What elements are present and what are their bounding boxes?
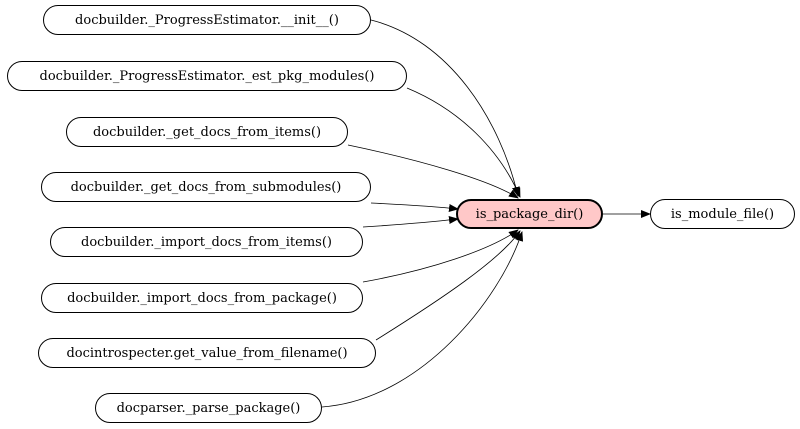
edge-parse-package-to-is-package-dir	[321, 231, 524, 408]
edge-init-to-is-package-dir	[370, 19, 520, 197]
node-progress-estimator-init[interactable]: docbuilder._ProgressEstimator.__init__()	[43, 5, 371, 35]
node-parse-package[interactable]: docparser._parse_package()	[95, 393, 322, 423]
edge-import-docs-from-package-to-is-package-dir	[362, 229, 519, 283]
node-get-docs-from-submodules[interactable]: docbuilder._get_docs_from_submodules()	[41, 172, 371, 202]
node-is-package-dir[interactable]: is_package_dir()	[456, 199, 603, 229]
node-is-module-file[interactable]: is_module_file()	[650, 199, 795, 229]
node-import-docs-from-items[interactable]: docbuilder._import_docs_from_items()	[50, 227, 363, 257]
node-progress-estimator-est-pkg-modules[interactable]: docbuilder._ProgressEstimator._est_pkg_m…	[7, 61, 407, 91]
edge-get-docs-from-submodules-to-is-package-dir	[370, 202, 459, 212]
edge-get-value-from-filename-to-is-package-dir	[375, 230, 521, 341]
node-import-docs-from-package[interactable]: docbuilder._import_docs_from_package()	[41, 283, 363, 313]
edge-import-docs-from-items-to-is-package-dir	[362, 216, 459, 228]
edge-get-docs-from-items-to-is-package-dir	[347, 144, 519, 199]
node-get-docs-from-items[interactable]: docbuilder._get_docs_from_items()	[66, 117, 348, 147]
edge-est-pkg-modules-to-is-package-dir	[406, 87, 521, 198]
node-get-value-from-filename[interactable]: docintrospecter.get_value_from_filename(…	[38, 338, 376, 368]
